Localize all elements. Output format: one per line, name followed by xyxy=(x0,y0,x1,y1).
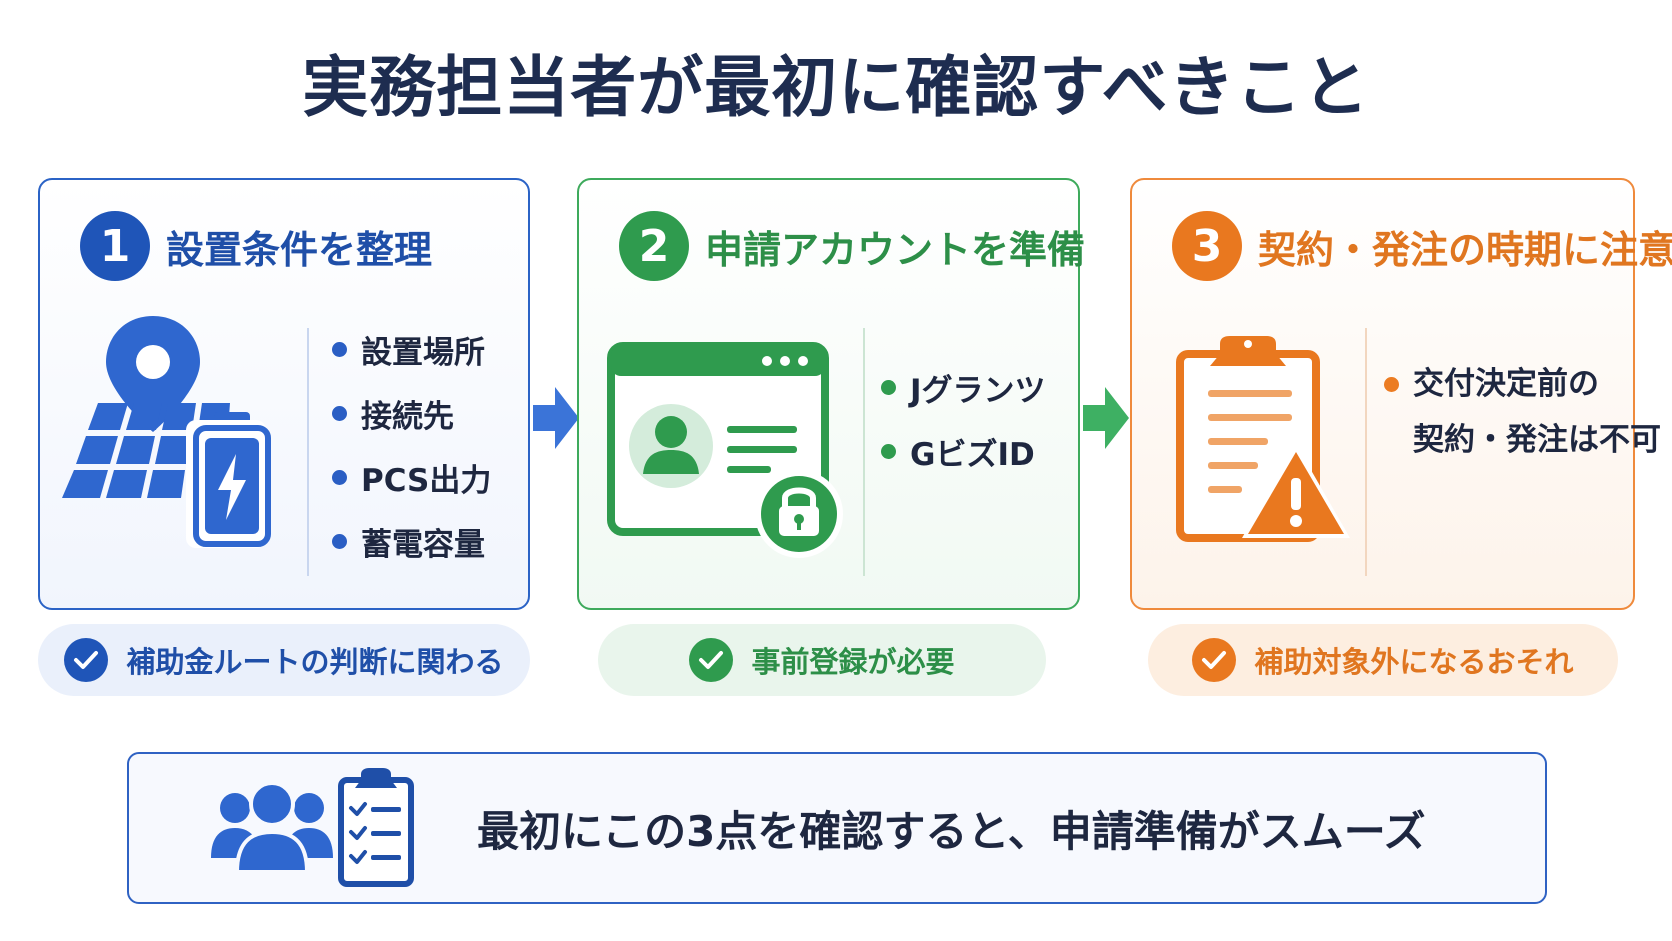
card-header: 2 申請アカウントを準備 xyxy=(619,206,1085,286)
card-divider xyxy=(1365,328,1367,576)
clipboard-warning-icon xyxy=(1174,332,1350,552)
list-item: 交付決定前の xyxy=(1384,356,1661,412)
note-pill: 補助対象外になるおそれ xyxy=(1148,624,1618,696)
step-number-badge: 1 xyxy=(80,211,150,281)
check-icon xyxy=(1192,638,1237,682)
list-item: 接続先 xyxy=(332,381,491,445)
arrow-right-icon xyxy=(1083,385,1131,455)
solar-panel-battery-location-icon xyxy=(58,308,283,552)
condition-list: 設置場所 接続先 PCS出力 蓄電容量 xyxy=(332,317,491,573)
bullet-dot xyxy=(332,405,347,421)
note-pill: 事前登録が必要 xyxy=(598,624,1046,696)
note-text: 事前登録が必要 xyxy=(751,645,955,679)
account-window-lock-icon xyxy=(607,342,847,568)
card-title: 設置条件を整理 xyxy=(166,227,433,272)
bullet-dot xyxy=(881,443,896,459)
card-divider xyxy=(307,328,309,576)
card-title: 契約・発注の時期に注意 xyxy=(1258,227,1672,272)
check-icon xyxy=(689,638,734,682)
list-item: 契約・発注は不可 xyxy=(1413,421,1661,458)
card-header: 1 設置条件を整理 xyxy=(80,206,432,286)
note-pill: 補助金ルートの判断に関わる xyxy=(38,624,530,696)
card-title: 申請アカウントを準備 xyxy=(705,227,1086,272)
list-item: Jグランツ xyxy=(881,355,1046,419)
card-divider xyxy=(863,328,865,576)
list-item: 設置場所 xyxy=(332,317,491,381)
card-application-account: 2 申請アカウントを準備 Jグランツ GビズID xyxy=(577,178,1085,610)
note-text: 補助対象外になるおそれ xyxy=(1254,645,1574,679)
bullet-dot xyxy=(332,341,347,357)
arrow-right-icon xyxy=(533,385,581,455)
card-contract-timing: 3 契約・発注の時期に注意 交付決定前の 契約・発注は不可 xyxy=(1130,178,1672,610)
bullet-dot xyxy=(332,469,347,485)
list-item: GビズID xyxy=(881,419,1046,483)
list-item: PCS出力 xyxy=(332,445,491,509)
timing-list: 交付決定前の 契約・発注は不可 xyxy=(1384,356,1661,468)
checklist-icon xyxy=(337,766,417,892)
page-title: 実務担当者が最初に確認すべきこと xyxy=(302,49,1370,126)
people-icon xyxy=(209,780,335,880)
list-item: 蓄電容量 xyxy=(332,509,491,573)
bullet-dot xyxy=(1384,376,1399,392)
note-text: 補助金ルートの判断に関わる xyxy=(126,645,504,679)
step-number-badge: 2 xyxy=(619,211,689,281)
card-header: 3 契約・発注の時期に注意 xyxy=(1172,206,1672,286)
step-number-badge: 3 xyxy=(1172,211,1242,281)
summary-text: 最初にこの3点を確認すると、申請準備がスムーズ xyxy=(477,807,1426,856)
summary-box: 最初にこの3点を確認すると、申請準備がスムーズ xyxy=(127,752,1547,904)
bullet-dot xyxy=(881,379,896,395)
bullet-dot xyxy=(332,533,347,549)
account-list: Jグランツ GビズID xyxy=(881,355,1046,483)
card-setup-conditions: 1 設置条件を整理 xyxy=(38,178,530,610)
check-icon xyxy=(64,638,109,682)
